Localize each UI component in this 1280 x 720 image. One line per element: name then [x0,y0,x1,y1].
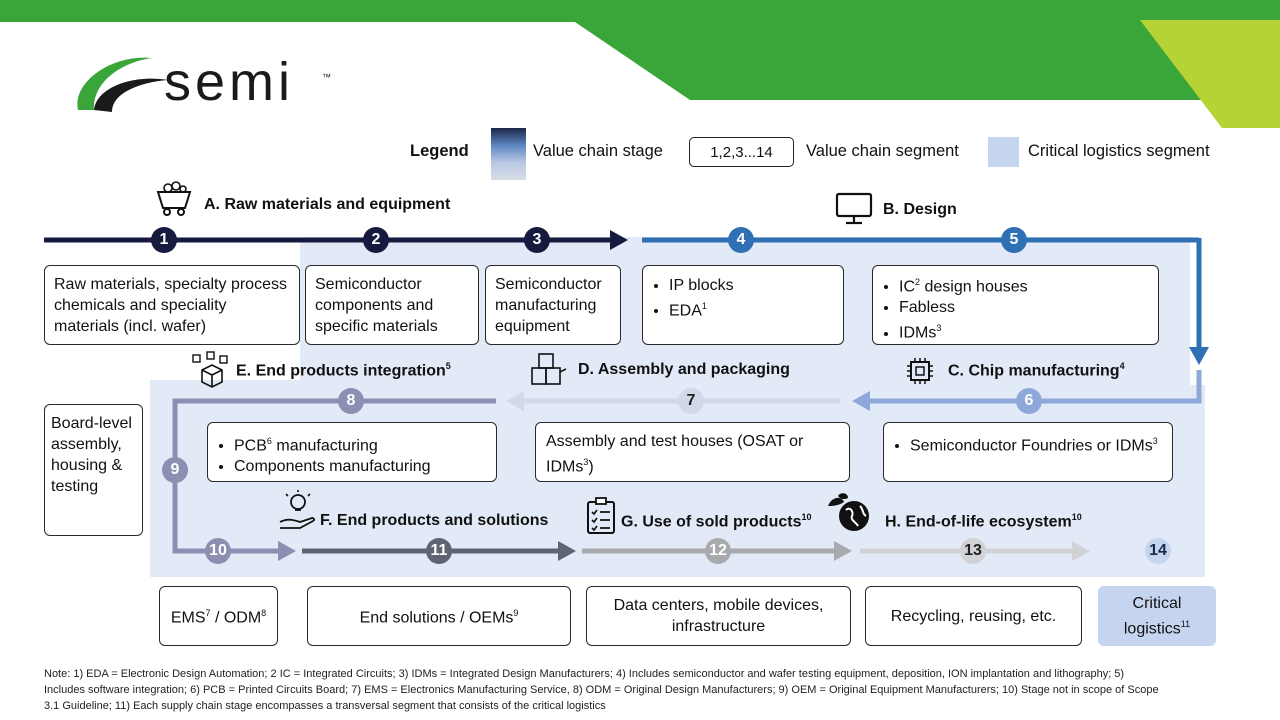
logo-text: semi [164,52,295,112]
segment-box-13: Recycling, reusing, etc. [865,586,1082,646]
segment-circle-13: 13 [960,538,986,564]
legend-title: Legend [410,142,469,160]
seg8-item-components: Components manufacturing [234,456,487,477]
legend-logistics-swatch [988,137,1019,167]
stage-title-g: G. Use of sold products10 [621,512,812,531]
segment-circle-3: 3 [524,227,550,253]
segment-circle-10: 10 [205,538,231,564]
flow-arrow-a [610,230,628,250]
segment-circle-7: 7 [678,388,704,414]
segment-circle-1: 1 [151,227,177,253]
checklist-icon [587,497,615,534]
stage-title-d: D. Assembly and packaging [578,361,790,378]
segment-circle-6: 6 [1016,388,1042,414]
segment-box-9: Board-level assembly, housing & testing [44,404,143,536]
seg6-item-foundries: Semiconductor Foundries or IDMs3 [910,431,1163,456]
segment-box-11: End solutions / OEMs9 [307,586,571,646]
stage-title-h: H. End-of-life ecosystem10 [885,512,1082,531]
seg5-item-fabless: Fabless [899,297,1149,318]
flow-line-c [868,370,1202,404]
header-banner [0,0,1280,128]
stage-title-f: F. End products and solutions [320,512,549,529]
stage-title-c: C. Chip manufacturing4 [948,361,1125,380]
mine-cart-icon [156,181,192,216]
legend-segment-example: 1,2,3...14 [710,143,773,161]
seg4-item-ip-blocks: IP blocks [669,275,834,296]
segment-circle-11: 11 [426,538,452,564]
segment-circle-2: 2 [363,227,389,253]
legend-critical-logistics: Critical logistics segment [1028,142,1210,160]
stage-title-a: A. Raw materials and equipment [204,196,451,213]
segment-box-8: PCB6 manufacturing Components manufactur… [207,422,497,482]
segment-circle-14: 14 [1145,538,1171,564]
boxes-icon [531,353,567,385]
segment-box-7: Assembly and test houses (OSAT or IDMs3) [535,422,850,482]
segment-circle-5: 5 [1001,227,1027,253]
chip-icon [907,358,933,384]
seg8-item-pcb: PCB6 manufacturing [234,431,487,456]
segment-box-14: Critical logistics11 [1098,586,1216,646]
stage-title-b: B. Design [883,201,957,218]
legend-stage-swatch [491,128,526,180]
seg4-item-eda: EDA1 [669,296,834,321]
seg5-item-idms: IDMs3 [899,318,1149,343]
legend-segment-box: 1,2,3...14 [689,137,794,167]
segment-circle-4: 4 [728,227,754,253]
globe-leaf-icon [828,493,869,531]
segment-box-2: Semiconductor components and specific ma… [305,265,479,345]
seg5-item-ic: IC2 design houses [899,272,1149,297]
segment-box-6: Semiconductor Foundries or IDMs3 [883,422,1173,482]
segment-box-5: IC2 design houses Fabless IDMs3 [872,265,1159,345]
flow-arrow-b [1189,347,1209,365]
footnote: Note: 1) EDA = Electronic Design Automat… [44,668,1159,712]
segment-box-3: Semiconductor manufacturing equipment [485,265,621,345]
logo-trademark: ™ [322,72,331,82]
monitor-icon [835,192,873,225]
stage-title-e: E. End products integration5 [236,361,451,380]
segment-circle-9: 9 [162,457,188,483]
segment-box-12: Data centers, mobile devices, infrastruc… [586,586,851,646]
legend-value-chain-stage: Value chain stage [533,142,663,160]
segment-box-10: EMS7 / ODM8 [159,586,278,646]
segment-box-4: IP blocks EDA1 [642,265,844,345]
segment-circle-8: 8 [338,388,364,414]
semi-logo [77,57,168,112]
lightbulb-hand-icon [279,490,315,529]
segment-circle-12: 12 [705,538,731,564]
cubes-icon [192,351,228,388]
legend-value-chain-segment: Value chain segment [806,142,959,160]
segment-box-1: Raw materials, specialty process chemica… [44,265,300,345]
